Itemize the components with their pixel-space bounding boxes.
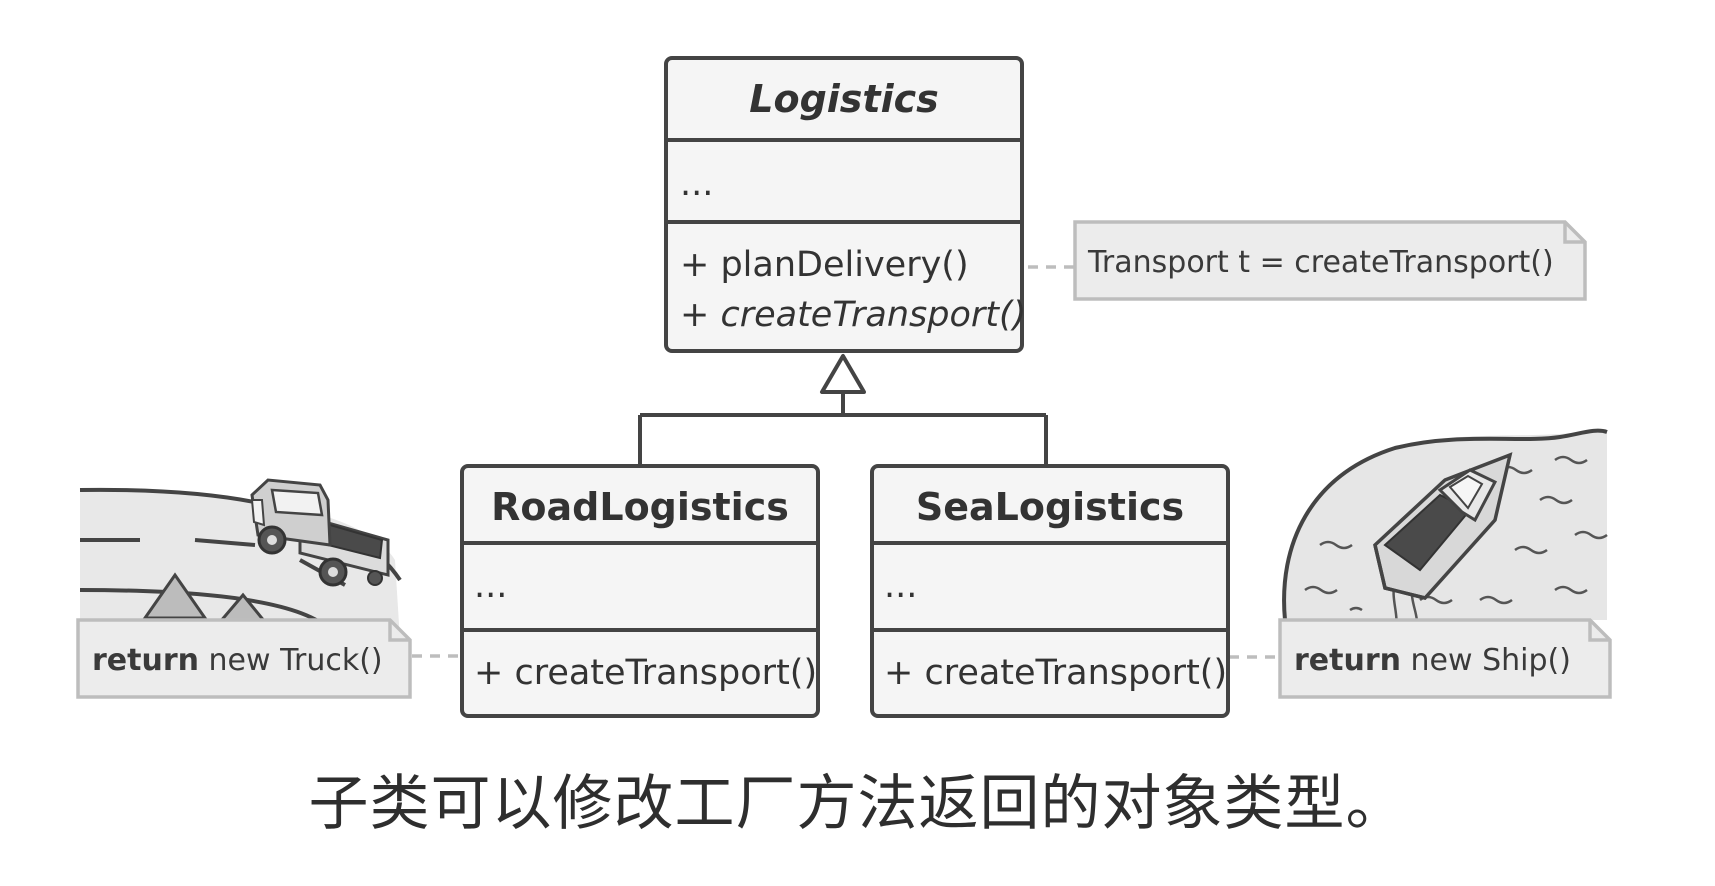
class-fields: ... — [680, 164, 713, 204]
class-title: Logistics — [749, 77, 939, 121]
class-road-logistics[interactable]: RoadLogistics ... + createTransport() — [460, 464, 820, 718]
note-return-ship[interactable]: return new Ship() — [1278, 618, 1612, 699]
note-plan-delivery[interactable]: Transport t = createTransport() — [1073, 220, 1587, 301]
note-text: return new Truck() — [92, 643, 383, 678]
diagram-caption: 子类可以修改工厂方法返回的对象类型。 — [308, 769, 1407, 839]
note-keyword: return — [1294, 643, 1401, 678]
class-sea-logistics[interactable]: SeaLogistics ... + createTransport() — [870, 464, 1230, 718]
note-text: Transport t = createTransport() — [1087, 245, 1554, 280]
inheritance-arrow-icon — [820, 354, 866, 394]
class-method: + createTransport() — [884, 653, 1227, 693]
note-expression: new Truck() — [199, 643, 383, 678]
inheritance-connector — [638, 392, 1048, 466]
class-title: SeaLogistics — [916, 485, 1184, 529]
note-keyword: return — [92, 643, 199, 678]
note-links — [412, 265, 1280, 659]
class-method: + planDelivery() — [680, 245, 969, 285]
class-fields: ... — [884, 566, 917, 606]
tree-icon — [142, 572, 208, 620]
note-expression: new Ship() — [1401, 643, 1571, 678]
class-title: RoadLogistics — [491, 485, 789, 529]
class-logistics[interactable]: Logistics ... + planDelivery() + createT… — [664, 56, 1026, 353]
class-method: + createTransport() — [474, 653, 817, 693]
note-text: return new Ship() — [1294, 643, 1571, 678]
class-fields: ... — [474, 566, 507, 606]
truck-illustration — [250, 478, 390, 587]
ship-illustration — [1373, 452, 1513, 600]
note-return-truck[interactable]: return new Truck() — [76, 618, 412, 699]
class-method-abstract: + createTransport() — [680, 295, 1026, 335]
